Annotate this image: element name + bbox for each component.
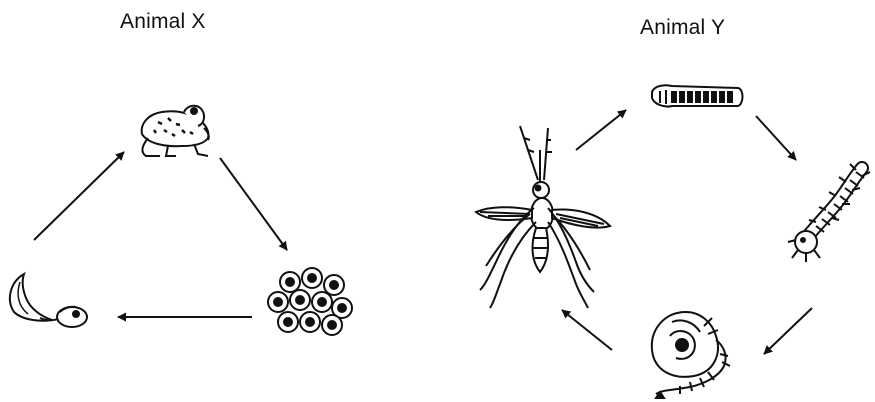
animal-y-cycle [476, 85, 870, 398]
arrow-larva-to-pupa [764, 308, 812, 354]
arrow-pupa-to-adult [562, 310, 612, 350]
mosquito-icon [476, 126, 610, 308]
frog-eggs-icon [268, 268, 352, 335]
larva-icon [788, 164, 870, 262]
arrow-adult-to-eggs [576, 110, 626, 150]
pupa-icon [652, 312, 730, 398]
arrow-eggs-to-larva [756, 116, 796, 160]
arrow-frog-to-eggs [220, 158, 287, 250]
arrow-tadpole-to-frog [34, 152, 124, 240]
mosquito-eggs-icon [652, 85, 743, 106]
animal-x-cycle [10, 106, 352, 335]
tadpole-icon [10, 274, 87, 327]
frog-icon [142, 106, 209, 156]
